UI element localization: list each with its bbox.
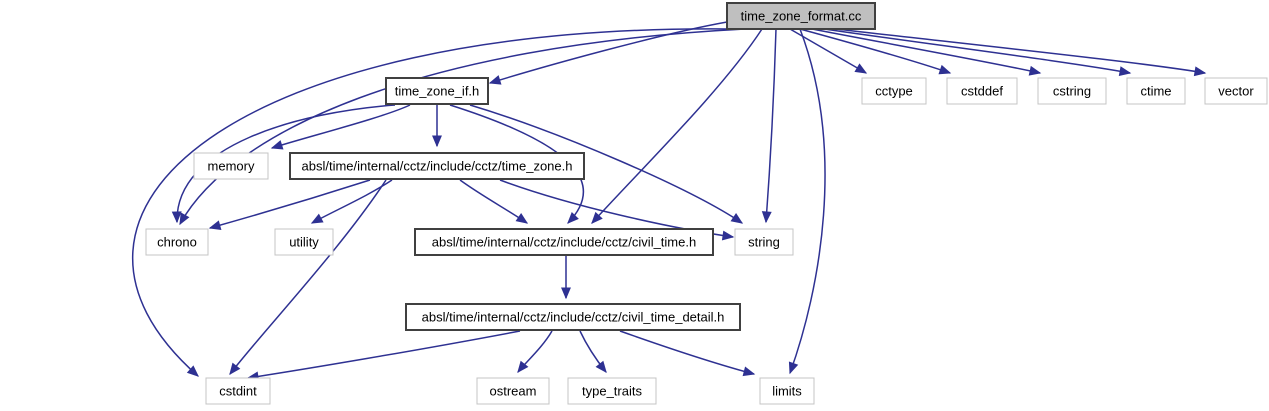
edge-time_zone_h-to-cstdint xyxy=(229,179,387,375)
node-root[interactable]: time_zone_format.cc xyxy=(726,2,876,30)
edge-layer xyxy=(131,21,1207,382)
node-civil_time_h[interactable]: absl/time/internal/cctz/include/cctz/civ… xyxy=(414,228,714,256)
arrowhead-root-to-cstring xyxy=(1028,65,1042,76)
arrowhead-time_zone_if-to-chrono xyxy=(171,211,182,224)
arrowhead-civil_time_detail-to-limits xyxy=(742,366,756,377)
node-box-cstring[interactable] xyxy=(1037,77,1107,105)
arrowhead-time_zone_h-to-cstdint xyxy=(229,362,241,376)
arrowhead-time_zone_if-to-memory xyxy=(270,140,284,150)
node-box-chrono[interactable] xyxy=(145,228,209,256)
edge-root-to-cstddef xyxy=(799,28,951,74)
edge-time_zone_if-to-memory xyxy=(271,104,411,149)
node-memory[interactable]: memory xyxy=(193,152,269,180)
node-time_zone_h[interactable]: absl/time/internal/cctz/include/cctz/tim… xyxy=(289,152,585,180)
edge-root-to-time_zone_if xyxy=(489,21,728,84)
edge-time_zone_h-to-chrono xyxy=(209,179,371,229)
node-cstdint[interactable]: cstdint xyxy=(205,377,271,405)
node-box-civil_time_h[interactable] xyxy=(414,228,714,256)
arrowhead-root-to-cstddef xyxy=(938,64,952,75)
edge-root-to-cstring xyxy=(811,28,1041,74)
node-ostream[interactable]: ostream xyxy=(476,377,550,405)
arrowhead-civil_time_h-to-civil_time_detail xyxy=(561,287,571,300)
edge-root-to-ctime xyxy=(823,28,1131,74)
arrowhead-root-to-cctype xyxy=(854,63,868,74)
arrowhead-time_zone_if-to-civil_time_h xyxy=(567,212,579,224)
node-civil_time_detail[interactable]: absl/time/internal/cctz/include/cctz/civ… xyxy=(405,303,741,331)
node-vector[interactable]: vector xyxy=(1204,77,1268,105)
node-box-type_traits[interactable] xyxy=(567,377,657,405)
node-box-ctime[interactable] xyxy=(1126,77,1186,105)
node-box-memory[interactable] xyxy=(193,152,269,180)
node-box-vector[interactable] xyxy=(1204,77,1268,105)
node-box-ostream[interactable] xyxy=(476,377,550,405)
arrowhead-time_zone_h-to-utility xyxy=(310,213,324,224)
node-type_traits[interactable]: type_traits xyxy=(567,377,657,405)
node-ctime[interactable]: ctime xyxy=(1126,77,1186,105)
arrowhead-root-to-ctime xyxy=(1118,66,1132,76)
node-time_zone_if[interactable]: time_zone_if.h xyxy=(385,77,489,105)
node-box-cctype[interactable] xyxy=(861,77,927,105)
edge-root-to-vector xyxy=(835,28,1206,74)
edge-time_zone_if-to-string xyxy=(469,104,743,224)
node-box-string[interactable] xyxy=(734,228,794,256)
arrowhead-root-to-civil_time_h xyxy=(591,211,603,224)
arrowhead-root-to-string xyxy=(761,211,772,224)
arrowhead-civil_time_detail-to-type_traits xyxy=(595,360,607,374)
arrowhead-root-to-chrono xyxy=(179,212,190,226)
node-limits[interactable]: limits xyxy=(759,377,815,405)
node-cstring[interactable]: cstring xyxy=(1037,77,1107,105)
arrowhead-civil_time_detail-to-ostream xyxy=(517,360,529,374)
node-cstddef[interactable]: cstddef xyxy=(946,77,1018,105)
arrowhead-time_zone_h-to-civil_time_h xyxy=(515,212,529,224)
edge-root-to-cctype xyxy=(789,28,867,74)
arrowhead-time_zone_h-to-chrono xyxy=(208,220,222,230)
node-box-civil_time_detail[interactable] xyxy=(405,303,741,331)
edge-civil_time_detail-to-limits xyxy=(619,330,755,375)
edge-time_zone_if-to-chrono xyxy=(176,104,396,223)
edge-root-to-string xyxy=(765,28,777,223)
node-box-time_zone_h[interactable] xyxy=(289,152,585,180)
arrowhead-root-to-limits xyxy=(788,361,799,375)
node-box-limits[interactable] xyxy=(759,377,815,405)
edge-civil_time_detail-to-cstdint xyxy=(247,330,521,379)
node-box-cstddef[interactable] xyxy=(946,77,1018,105)
node-chrono[interactable]: chrono xyxy=(145,228,209,256)
arrowhead-root-to-cstdint xyxy=(186,365,199,377)
node-box-time_zone_if[interactable] xyxy=(385,77,489,105)
edge-root-to-limits xyxy=(789,28,826,374)
arrowhead-root-to-time_zone_if xyxy=(488,75,502,85)
node-box-utility[interactable] xyxy=(274,228,334,256)
arrowhead-root-to-vector xyxy=(1193,66,1207,77)
arrowhead-time_zone_if-to-string xyxy=(730,213,744,224)
node-box-cstdint[interactable] xyxy=(205,377,271,405)
edge-root-to-chrono xyxy=(179,28,746,225)
edge-root-to-cstdint xyxy=(131,28,731,377)
node-box-root[interactable] xyxy=(726,2,876,30)
edge-root-to-civil_time_h xyxy=(591,28,763,224)
arrowhead-time_zone_h-to-string xyxy=(721,230,735,241)
node-cctype[interactable]: cctype xyxy=(861,77,927,105)
node-string[interactable]: string xyxy=(734,228,794,256)
arrowhead-time_zone_if-to-time_zone_h xyxy=(432,135,442,148)
node-utility[interactable]: utility xyxy=(274,228,334,256)
